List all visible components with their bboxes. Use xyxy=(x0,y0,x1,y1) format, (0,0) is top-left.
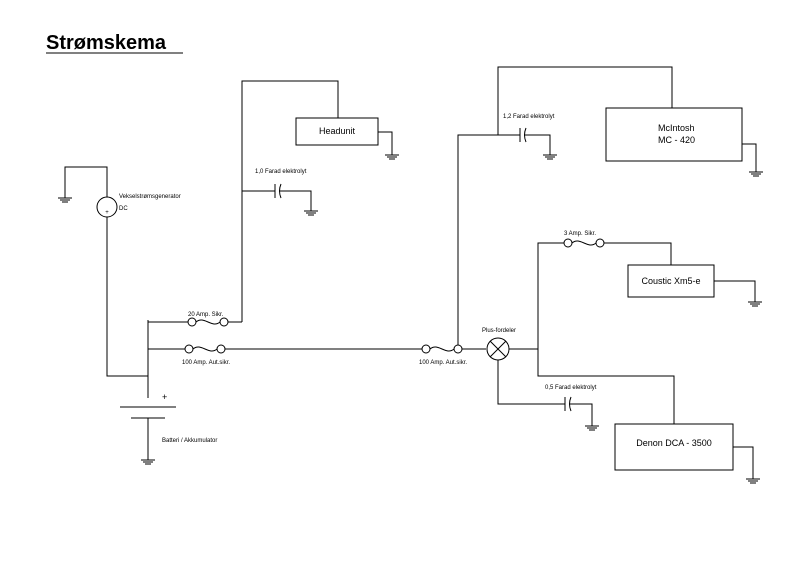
mcintosh-box xyxy=(605,107,743,162)
denon-box xyxy=(614,423,734,471)
battery: + Batteri / Akkumulator xyxy=(120,320,217,465)
breaker-100a-right: 100 Amp. Aut.sikr. xyxy=(419,344,486,366)
denon-label: Denon DCA - 3500 xyxy=(636,438,712,448)
headunit-label: Headunit xyxy=(319,126,356,136)
battery-plus: + xyxy=(162,392,167,402)
fuse-coustic-label: 3 Amp. Sikr. xyxy=(564,231,596,237)
generator: + Vekselstrømsgenerator DC xyxy=(58,166,181,377)
breaker-100a-left-label: 100 Amp. Aut.sikr. xyxy=(182,360,230,366)
headunit-box xyxy=(295,117,379,146)
plus-distributor: Plus-fordeler xyxy=(482,328,565,405)
fuse-20a-label: 20 Amp. Sikr. xyxy=(188,312,224,318)
generator-label: Vekselstrømsgenerator xyxy=(119,194,181,200)
mcintosh-label-1: McIntosh xyxy=(658,123,695,133)
generator-type: DC xyxy=(119,206,128,212)
distributor-label: Plus-fordeler xyxy=(482,328,516,334)
cap-denon-label: 0,5 Farad elektrolyt xyxy=(545,385,597,391)
mcintosh-label-2: MC - 420 xyxy=(658,135,695,145)
denon-circuit: 0,5 Farad elektrolyt Denon DCA - 3500 xyxy=(537,349,760,484)
cap-headunit-label: 1,0 Farad elektrolyt xyxy=(255,169,307,175)
coustic-circuit: 3 Amp. Sikr. Coustic Xm5-e xyxy=(537,231,762,349)
coustic-box xyxy=(627,264,715,298)
breaker-100a-right-label: 100 Amp. Aut.sikr. xyxy=(419,360,467,366)
diagram-title: Strømskema xyxy=(46,32,167,54)
mcintosh-circuit: 1,2 Farad elektrolyt McIntosh MC - 420 xyxy=(457,66,763,345)
svg-text:+: + xyxy=(105,210,109,216)
breaker-100a-left: 100 Amp. Aut.sikr. xyxy=(175,344,422,366)
cap-mcintosh-label: 1,2 Farad elektrolyt xyxy=(503,114,555,120)
headunit-circuit: Headunit 1,0 Farad elektrolyt xyxy=(241,80,399,322)
coustic-label: Coustic Xm5-e xyxy=(641,276,700,286)
fuse-20a: 20 Amp. Sikr. xyxy=(180,312,242,327)
battery-label: Batteri / Akkumulator xyxy=(162,438,217,444)
